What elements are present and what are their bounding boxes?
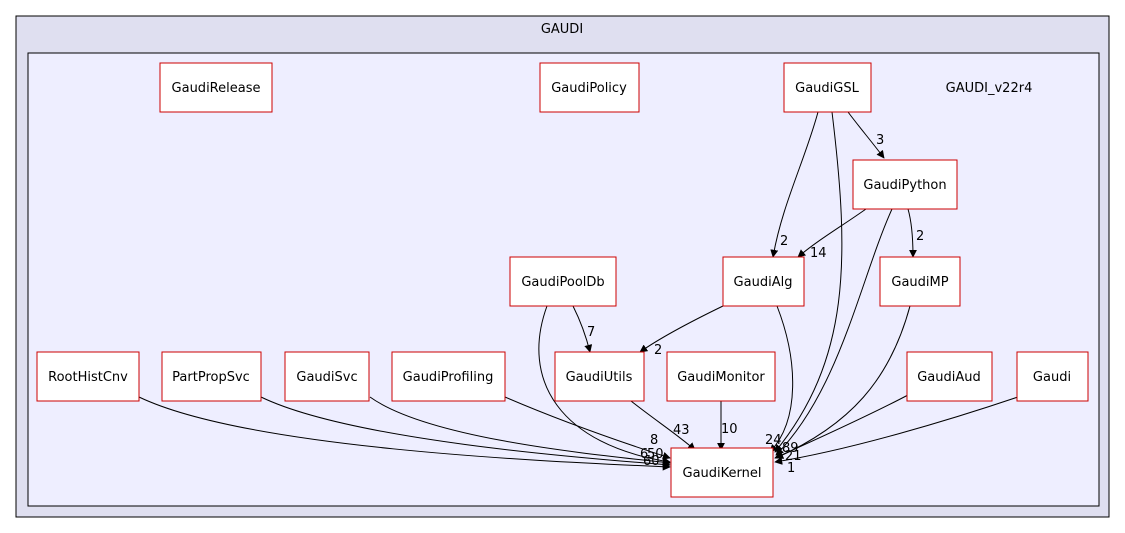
edge-label-overlap-left2: 50 — [647, 447, 664, 462]
node-gaudimp[interactable]: GaudiMP — [879, 256, 961, 307]
edge-label-overlap-left: 6 — [640, 447, 648, 462]
edge-gsl-kernel — [774, 111, 843, 453]
edge-pooldb-utils — [572, 305, 593, 353]
edge-utils-kernel — [630, 400, 696, 451]
edge-label-monitor-kernel: 10 — [721, 422, 738, 437]
node-partpropsvc-label: PartPropSvc — [172, 370, 250, 385]
edge-label-python-alg: 14 — [810, 246, 827, 261]
edge-roothistcnv-kernel — [138, 396, 671, 471]
node-gaudiprofiling[interactable]: GaudiProfiling — [391, 351, 506, 402]
edge-label-overlap-right2: 89 — [782, 441, 799, 456]
edge-label-alg-utils: 2 — [654, 343, 662, 358]
edge-label-gsl-alg: 2 — [780, 234, 788, 249]
edge-partpropsvc-kernel — [260, 396, 671, 469]
node-gaudisvc[interactable]: GaudiSvc — [284, 351, 370, 402]
edge-python-mp — [907, 208, 917, 258]
node-gaudipooldb[interactable]: GaudiPoolDb — [509, 256, 617, 307]
node-gaudipolicy[interactable]: GaudiPolicy — [539, 62, 640, 113]
edge-label-gaudi-kernel: 1 — [787, 461, 795, 476]
edge-label-profiling-kernel: 8 — [650, 433, 658, 448]
edge-gaudisvc-kernel — [369, 396, 671, 467]
node-gaudirelease[interactable]: GaudiRelease — [159, 62, 273, 113]
edges — [138, 111, 1019, 471]
edge-gsl-python — [847, 111, 885, 159]
node-gaudimp-label: GaudiMP — [891, 275, 948, 290]
node-gaudiprofiling-label: GaudiProfiling — [403, 370, 494, 385]
edge-label-overlap-right3: 21 — [785, 449, 802, 464]
edge-gaudiaud-kernel — [774, 394, 909, 459]
node-gaudipython[interactable]: GaudiPython — [852, 159, 958, 210]
edge-label-gsl-python: 3 — [876, 133, 884, 148]
node-gaudiaud[interactable]: GaudiAud — [906, 351, 993, 402]
node-roothistcnv-label: RootHistCnv — [48, 370, 128, 385]
outer-cluster-title: GAUDI — [541, 22, 583, 37]
node-gaudigsl-label: GaudiGSL — [795, 81, 859, 96]
node-gaudipython-label: GaudiPython — [863, 178, 946, 193]
edge-label-pooldb-utils: 7 — [587, 325, 595, 340]
node-gaudigsl[interactable]: GaudiGSL — [783, 62, 872, 113]
edge-labels: 3 2 14 2 7 2 8 43 10 6 50 60 24 89 21 1 — [587, 133, 924, 476]
edge-alg-utils — [639, 305, 724, 353]
node-gaudimonitor-label: GaudiMonitor — [677, 370, 765, 385]
edge-label-overlap-right1: 24 — [765, 433, 782, 448]
node-gaudiutils-label: GaudiUtils — [566, 370, 633, 385]
node-gaudialg[interactable]: GaudiAlg — [722, 256, 805, 307]
edge-gsl-alg — [770, 111, 819, 258]
node-gaudialg-label: GaudiAlg — [734, 275, 793, 290]
node-gaudikernel-label: GaudiKernel — [683, 466, 762, 481]
node-gaudiaud-label: GaudiAud — [917, 370, 981, 385]
edge-gaudi-kernel — [774, 396, 1019, 465]
edge-mp-kernel — [775, 305, 911, 459]
node-gaudirelease-label: GaudiRelease — [172, 81, 261, 96]
edge-pooldb-kernel — [538, 305, 671, 465]
edge-label-overlap-left3: 60 — [643, 454, 660, 469]
edge-alg-kernel — [769, 305, 794, 453]
edge-python-kernel — [775, 208, 893, 456]
node-gaudimonitor[interactable]: GaudiMonitor — [666, 351, 776, 402]
node-gaudipooldb-label: GaudiPoolDb — [521, 275, 604, 290]
nodes: GaudiRelease GaudiPolicy GaudiGSL GaudiP… — [36, 62, 1089, 498]
node-partpropsvc[interactable]: PartPropSvc — [161, 351, 262, 402]
node-gaudi[interactable]: Gaudi — [1016, 351, 1089, 402]
edge-profiling-kernel — [504, 396, 671, 460]
node-gaudiutils[interactable]: GaudiUtils — [554, 351, 645, 402]
edge-label-utils-kernel: 43 — [673, 423, 690, 438]
edge-label-python-mp: 2 — [916, 229, 924, 244]
edge-python-alg — [797, 208, 867, 258]
node-gaudikernel[interactable]: GaudiKernel — [670, 447, 774, 498]
node-gaudipolicy-label: GaudiPolicy — [551, 81, 627, 96]
node-gaudi-label: Gaudi — [1033, 370, 1071, 385]
node-roothistcnv[interactable]: RootHistCnv — [36, 351, 140, 402]
node-gaudisvc-label: GaudiSvc — [296, 370, 357, 385]
inner-cluster-title: GAUDI_v22r4 — [946, 81, 1033, 96]
